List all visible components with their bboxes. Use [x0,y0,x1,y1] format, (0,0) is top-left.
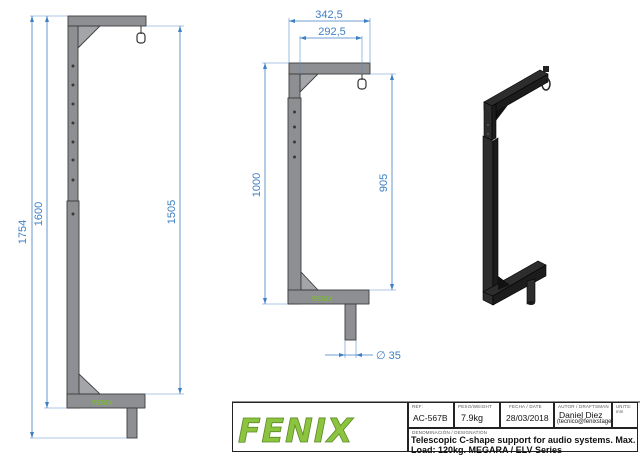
side-spigot [127,408,137,438]
dim-inner-height: 1505 [166,200,178,224]
front-view: FENIX 342,5 292,5 1000 905 ∅ 3 [251,9,401,362]
front-top-gusset [300,74,318,92]
front-hook [358,79,366,89]
ref-value: AC-567B [413,413,448,423]
side-hole [72,179,75,182]
dim-outer-width: 342,5 [315,9,343,21]
side-upper-tube [68,26,78,201]
dim-tube-diameter: ∅ 35 [376,350,401,362]
side-bottom-gusset [79,374,100,394]
side-hole [72,65,75,68]
dim-overall-height: 1754 [17,220,29,244]
dim-front-inner-height: 905 [378,174,390,192]
ref-label: REF: [412,404,423,409]
designation-cell: DENOMINACIÓN / DESIGNATION Telescopic C-… [408,428,638,452]
dim-inner-width: 292,5 [318,26,346,38]
fenix-logo: FENIX [234,404,406,450]
date-value: 28/03/2018 [506,413,549,423]
side-top-arm [68,16,146,26]
front-upper-tube [289,74,300,98]
side-hole [72,103,75,106]
dim-front-height: 1000 [251,173,263,197]
units-label: UNITS: mm [616,404,637,414]
side-hook [137,33,145,43]
author-label: AUTOR / DRAFTSMAN [558,404,609,409]
dim-frame-height: 1600 [33,202,45,226]
side-hole [72,122,75,125]
side-hole [72,213,75,216]
date-cell: FECHA / DATE 28/03/2018 [500,402,554,428]
side-top-gusset [78,26,100,48]
weight-label: PESO/WEIGHT [458,404,492,409]
side-view: FENIX 1754 1600 1505 [17,16,184,438]
side-brand-mark: FENIX [92,400,113,407]
side-hole [72,84,75,87]
front-top-arm [289,63,370,74]
ref-cell: REF: AC-567B [408,402,454,428]
side-hole [72,159,75,162]
weight-cell: PESO/WEIGHT 7.9kg [454,402,500,428]
units-cell: UNITS: mm [612,402,638,428]
author-cell: AUTOR / DRAFTSMAN Daniel Diez (tecnico@f… [554,402,612,428]
front-bottom-gusset [301,272,318,290]
front-spigot [345,304,356,340]
fenix-logo-text: FENIX [238,411,354,450]
date-label: FECHA / DATE [509,404,542,409]
side-hole [72,141,75,144]
side-lower-tube [67,201,79,408]
iso-lower-tube [483,136,493,305]
front-brand-mark: FENIX [312,296,333,303]
weight-value: 7.9kg [461,413,483,423]
front-lower-tube [288,98,301,304]
iso-spigot [527,279,535,304]
isometric-render [483,66,550,305]
